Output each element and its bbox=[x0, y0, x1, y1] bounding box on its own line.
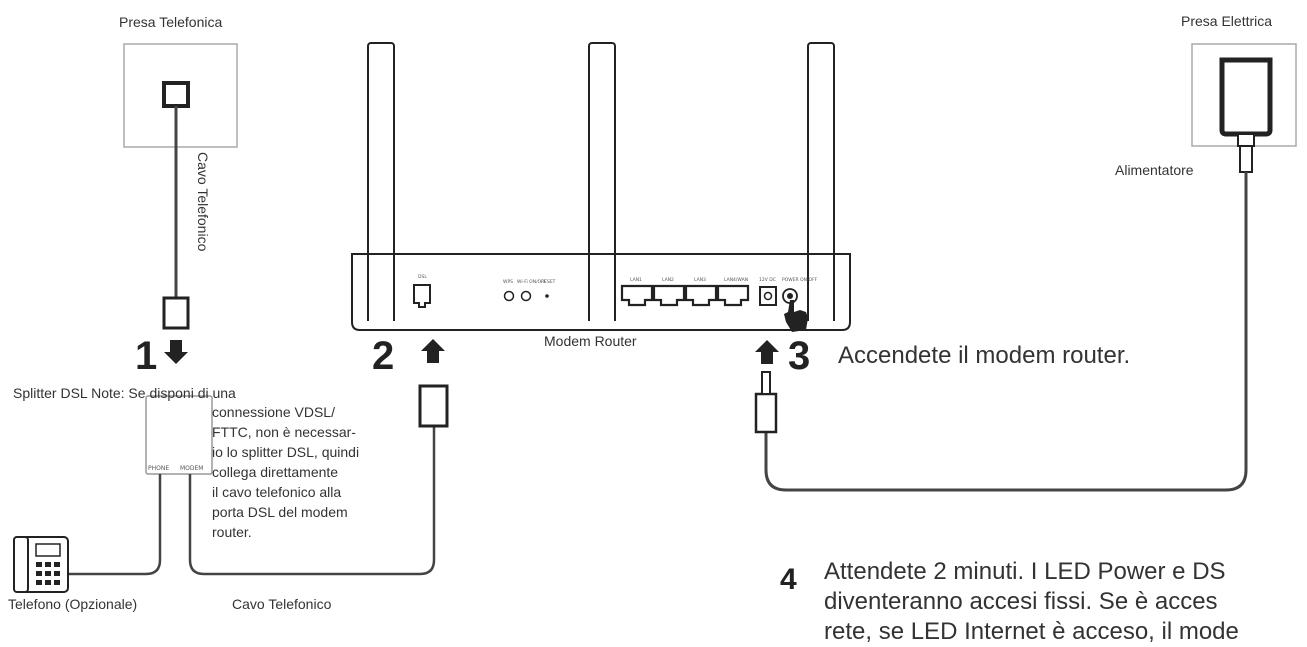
note-line: FTTC, non è necessar- bbox=[212, 424, 356, 440]
port-label-wifi: Wi-Fi ON/OFF bbox=[517, 279, 547, 285]
note-line: porta DSL del modem bbox=[212, 504, 348, 520]
port-label-power: 12V DC bbox=[759, 277, 776, 283]
telephone-label: Telefono (Opzionale) bbox=[8, 596, 138, 612]
port-label-reset: RESET bbox=[541, 279, 556, 285]
port-label-lan3: LAN3 bbox=[694, 277, 706, 283]
telephone-icon bbox=[13, 536, 69, 593]
arrow-up-icon bbox=[421, 339, 445, 363]
power-cable bbox=[764, 172, 1248, 492]
splitter-phone-cable bbox=[64, 474, 162, 576]
port-label-lan1: LAN1 bbox=[630, 277, 642, 283]
step-1-number: 1 bbox=[135, 334, 158, 378]
step-4-number: 4 bbox=[780, 563, 797, 596]
pointing-hand-icon bbox=[784, 300, 808, 332]
note-line: collega direttamente bbox=[212, 464, 339, 480]
port-label-dsl: DSL bbox=[418, 274, 427, 280]
power-socket-label: Presa Elettrica bbox=[1181, 13, 1273, 29]
phone-cable-vertical-label: Cavo Telefonico bbox=[195, 152, 211, 252]
phone-socket-label: Presa Telefonica bbox=[119, 14, 223, 30]
router-wps-button bbox=[503, 290, 515, 302]
step-3-number: 3 bbox=[788, 334, 811, 378]
modem-router-label: Modem Router bbox=[544, 333, 637, 349]
step-4-line: diventeranno accesi fissi. Se è acces bbox=[824, 588, 1218, 615]
phone-socket-port bbox=[162, 81, 190, 108]
router-reset-hole bbox=[545, 294, 549, 298]
note-line: io lo splitter DSL, quindi bbox=[212, 444, 360, 460]
step-2-number: 2 bbox=[372, 334, 395, 378]
router-wifi-button bbox=[520, 290, 532, 302]
phone-cable-plug-2 bbox=[418, 384, 449, 428]
router-lan-ports bbox=[620, 284, 750, 307]
port-label-wps: WPS bbox=[503, 279, 513, 285]
router-dsl-port bbox=[413, 284, 431, 308]
arrow-down-icon bbox=[164, 340, 188, 364]
splitter-label: Splitter DSL Note: Se disponi di una bbox=[13, 385, 236, 401]
phone-cable-bottom-label: Cavo Telefonico bbox=[232, 596, 332, 612]
splitter-name: Splitter DSL bbox=[13, 385, 88, 401]
port-label-power-onoff: POWER ON/OFF bbox=[782, 277, 818, 283]
dsl-splitter bbox=[145, 395, 213, 475]
arrow-up-icon bbox=[755, 340, 779, 364]
splitter-modem-cable bbox=[188, 426, 436, 576]
power-adapter-icon bbox=[1219, 57, 1273, 137]
port-label-lan4: LAN4/WAN bbox=[724, 277, 748, 283]
step-4-line: rete, se LED Internet è acceso, il mode bbox=[824, 618, 1239, 645]
modem-router-body bbox=[351, 253, 851, 331]
note-line: il cavo telefonico alla bbox=[212, 484, 342, 500]
note-first-line: Note: Se disponi di una bbox=[91, 385, 236, 401]
diagram-graphics: PHONE MODEM DSL WPS Wi-Fi ON/OFF RESET L… bbox=[13, 42, 1297, 593]
note-line: connessione VDSL/ bbox=[212, 404, 335, 420]
step-4-text: Attendete 2 minuti. I LED Power e DS div… bbox=[824, 557, 1307, 647]
splitter-note: connessione VDSL/ FTTC, non è necessar- … bbox=[212, 402, 412, 542]
step-3-text: Accendete il modem router. bbox=[838, 342, 1131, 369]
note-line: router. bbox=[212, 524, 252, 540]
power-adapter-label: Alimentatore bbox=[1115, 162, 1194, 178]
dc-plug bbox=[754, 392, 778, 434]
phone-cable-plug-1 bbox=[162, 296, 190, 330]
splitter-port-phone: PHONE bbox=[148, 465, 169, 472]
step-4-line: Attendete 2 minuti. I LED Power e DS bbox=[824, 558, 1226, 585]
splitter-port-modem: MODEM bbox=[180, 465, 204, 472]
port-label-lan2: LAN2 bbox=[662, 277, 674, 283]
